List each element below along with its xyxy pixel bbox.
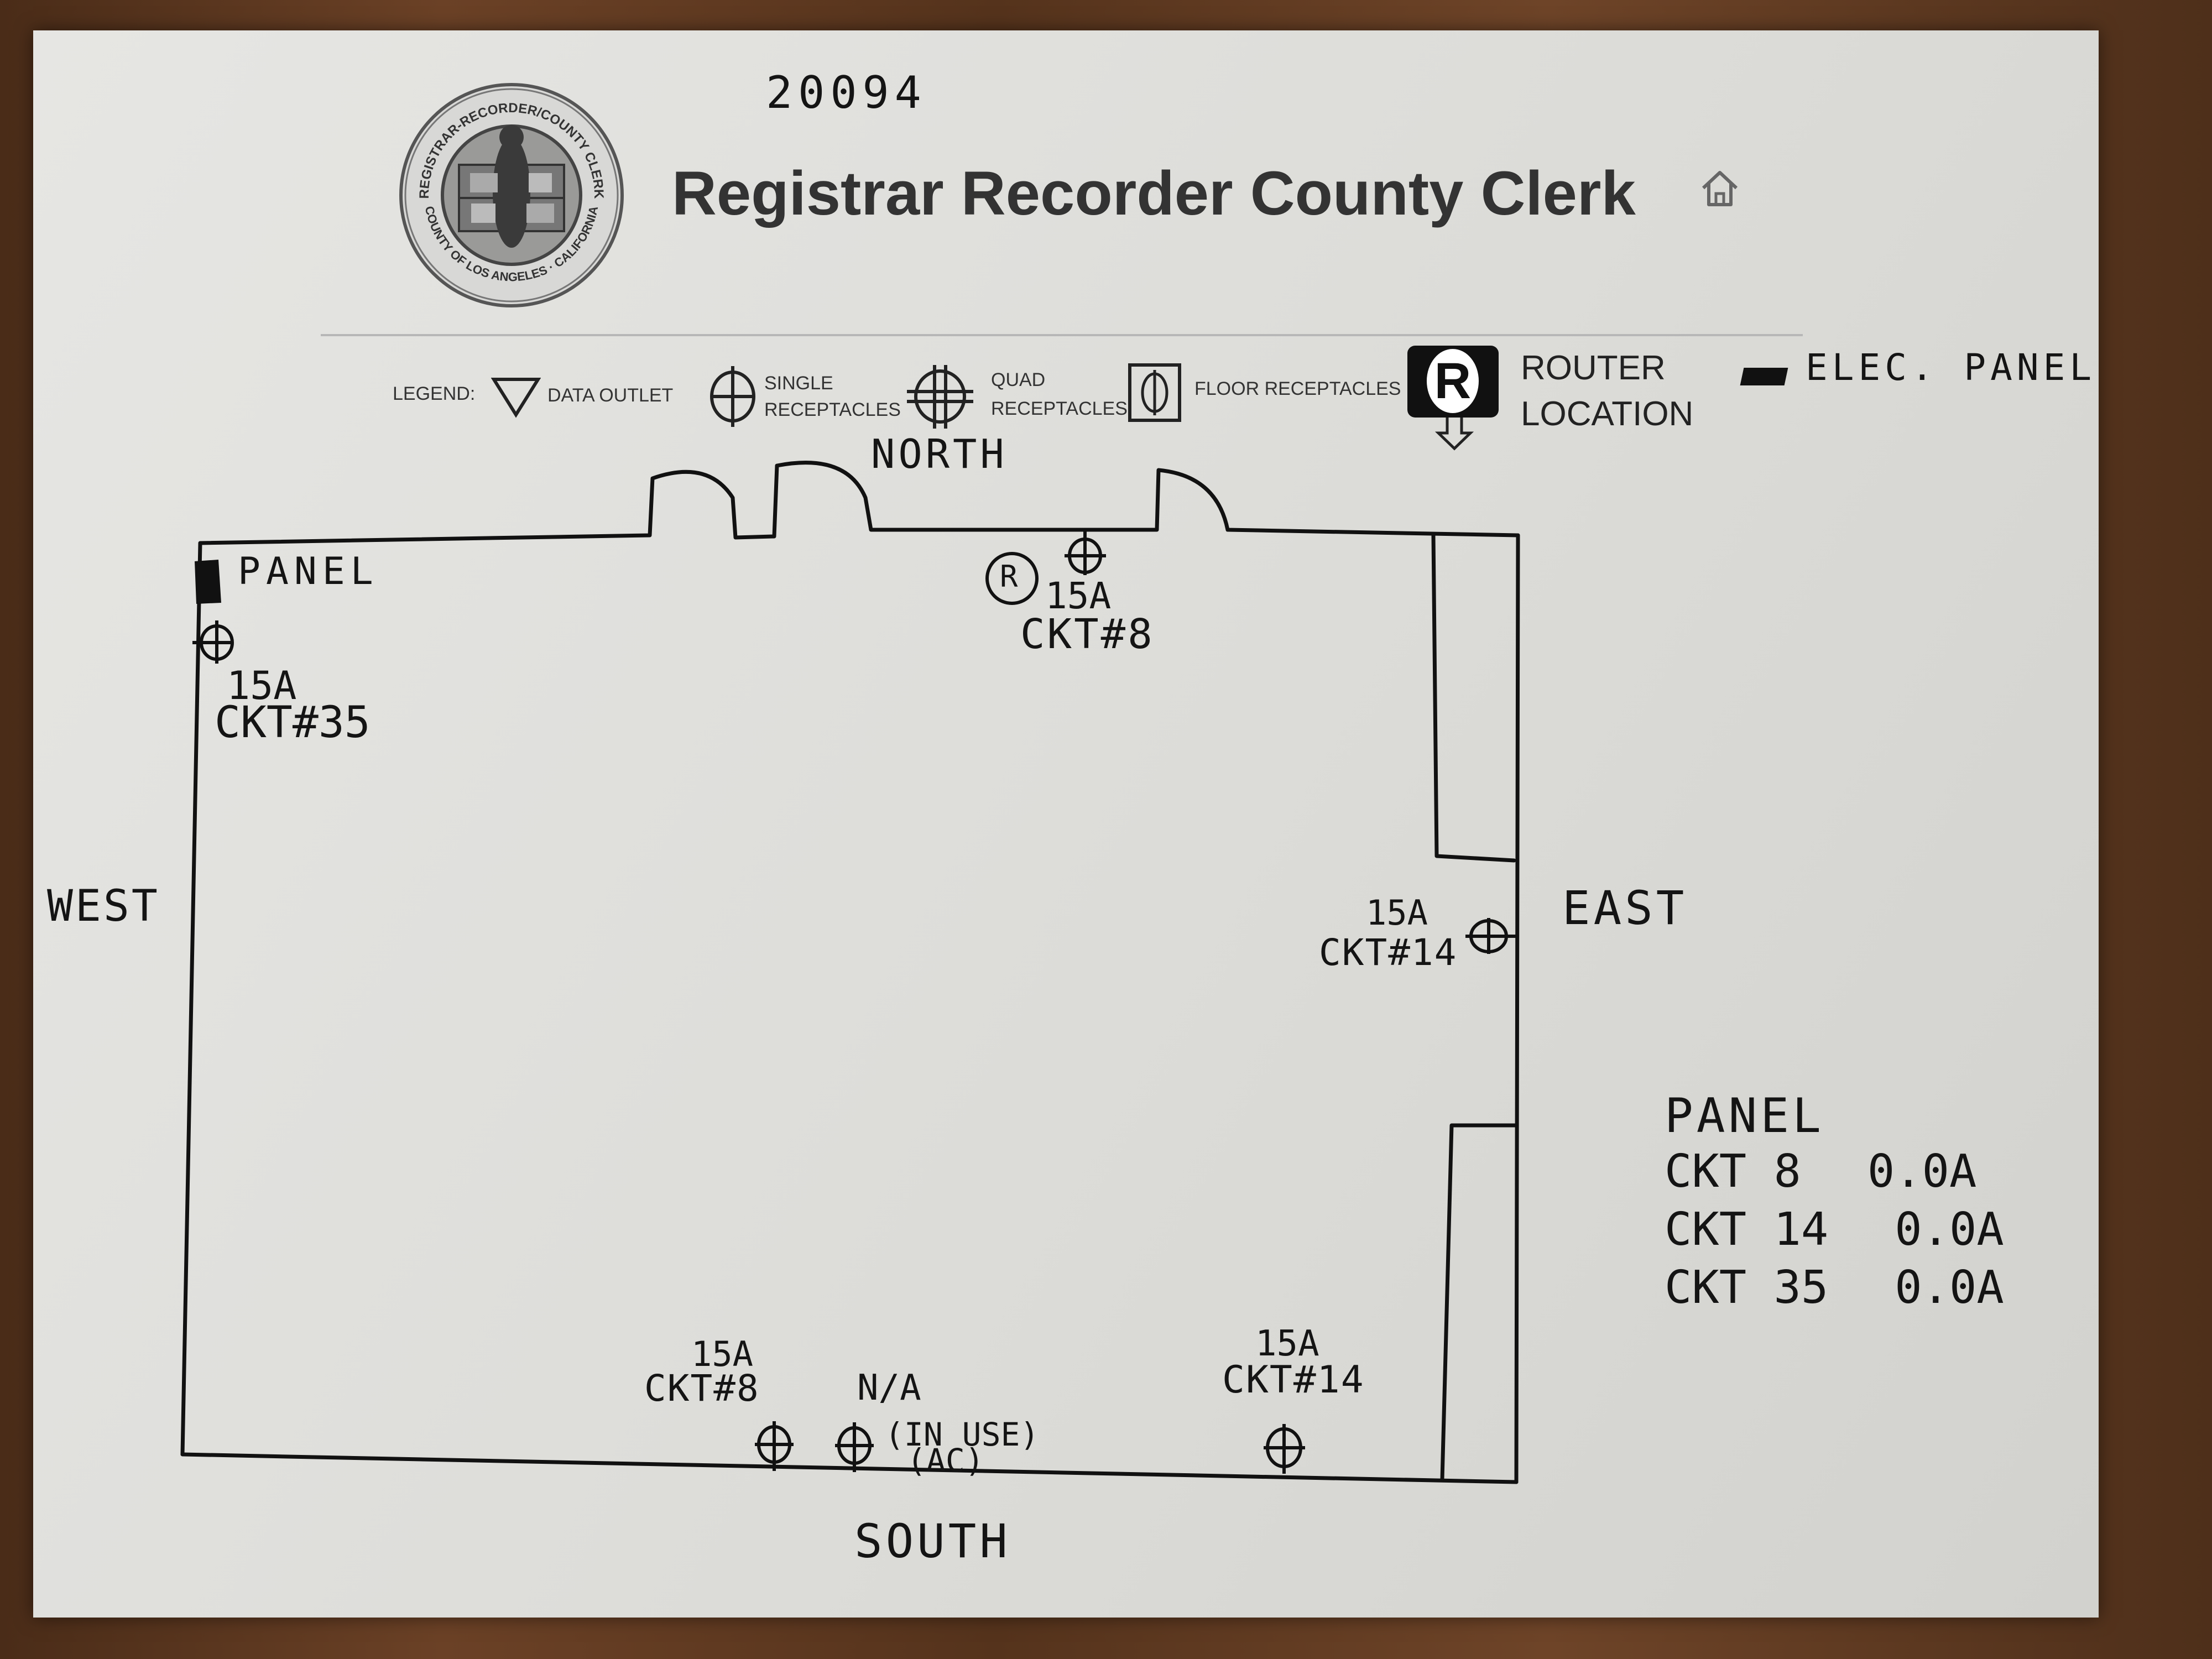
home-icon	[1702, 171, 1738, 206]
single-receptacle-south-3	[1264, 1424, 1305, 1474]
router-mark: R	[1000, 559, 1018, 594]
single-receptacle-south-1	[755, 1421, 794, 1471]
west-wall	[180, 541, 202, 1457]
closet-southeast	[1440, 1123, 1517, 1481]
south3-rating: 15A	[1255, 1323, 1319, 1364]
legend-single-2: RECEPTACLES	[764, 399, 901, 420]
compass-west: WEST	[47, 881, 160, 931]
legend-data-outlet: DATA OUTLET	[547, 385, 674, 406]
floor-receptacle-icon	[1128, 363, 1181, 422]
page-title: Registrar Recorder County Clerk	[672, 159, 1636, 228]
north-rating: 15A	[1045, 575, 1112, 617]
panel-table-row: CKT 8 0.0A	[1665, 1145, 2004, 1198]
legend-label: LEGEND:	[393, 383, 476, 404]
south1-rating: 15A	[691, 1334, 753, 1374]
legend-single-1: SINGLE	[764, 373, 833, 394]
south3-circuit: CKT#14	[1222, 1358, 1365, 1402]
east-rating: 15A	[1366, 893, 1428, 933]
panel-row-amps: 0.0A	[1867, 1145, 1977, 1198]
county-seal-icon: REGISTRAR-RECORDER/COUNTY CLERK COUNTY O…	[399, 83, 624, 307]
legend-quad-2: RECEPTACLES	[991, 398, 1128, 419]
header-divider	[321, 334, 1803, 336]
west-circuit: CKT#35	[215, 698, 371, 748]
panel-row-circuit: CKT 14	[1665, 1203, 1829, 1256]
north-circuit: CKT#8	[1020, 611, 1155, 658]
panel-row-circuit: CKT 35	[1665, 1261, 1829, 1314]
legend-floor: FLOOR RECEPTACLES	[1194, 378, 1401, 399]
south-wall	[180, 1452, 1519, 1484]
panel-table-row: CKT 35 0.0A	[1665, 1261, 2004, 1314]
compass-north: NORTH	[871, 431, 1008, 477]
legend-router-2: LOCATION	[1521, 395, 1694, 433]
data-outlet-icon	[491, 378, 541, 418]
compass-south: SOUTH	[854, 1514, 1011, 1568]
single-receptacle-west	[192, 620, 234, 664]
panel-load-table: PANEL CKT 8 0.0A CKT 14 0.0A CKT 35 0.0A	[1665, 1092, 2004, 1314]
paper-sheet	[33, 30, 2099, 1618]
legend-router-1: ROUTER	[1521, 349, 1666, 387]
single-receptacle-north	[1065, 528, 1106, 575]
panel-label: PANEL	[238, 550, 379, 593]
panel-table-title: PANEL	[1665, 1088, 1824, 1144]
panel-table-row: CKT 14 0.0A	[1665, 1203, 2004, 1256]
quad-receptacle-icon	[907, 365, 973, 429]
router-symbol-box: R	[1407, 346, 1499, 418]
east-wall	[1514, 533, 1520, 1484]
south2-rating: N/A	[857, 1368, 921, 1408]
compass-east: EAST	[1562, 881, 1688, 935]
single-receptacle-east	[1465, 918, 1518, 954]
router-location-circle	[985, 552, 1039, 605]
south2-note2: (AC)	[907, 1442, 984, 1479]
east-circuit: CKT#14	[1319, 931, 1458, 974]
legend-quad-1: QUAD	[991, 369, 1046, 390]
panel-row-circuit: CKT 8	[1665, 1145, 1801, 1198]
legend-elec-panel: ELEC. PANEL	[1806, 346, 2096, 389]
south2-note1: (IN USE)	[885, 1416, 1040, 1453]
panel-row-amps: 0.0A	[1895, 1203, 2004, 1256]
electrical-panel-mark	[195, 560, 221, 604]
north-wall	[198, 461, 1520, 545]
router-symbol-letter: R	[1427, 349, 1479, 413]
document-number: 20094	[766, 67, 927, 118]
single-receptacle-icon	[710, 366, 755, 427]
router-arrow-icon	[1435, 418, 1474, 451]
single-receptacle-south-2	[835, 1422, 874, 1472]
south1-circuit: CKT#8	[644, 1367, 760, 1410]
west-rating: 15A	[227, 663, 297, 708]
closet-northeast	[1431, 533, 1516, 863]
panel-row-amps: 0.0A	[1895, 1261, 2004, 1314]
